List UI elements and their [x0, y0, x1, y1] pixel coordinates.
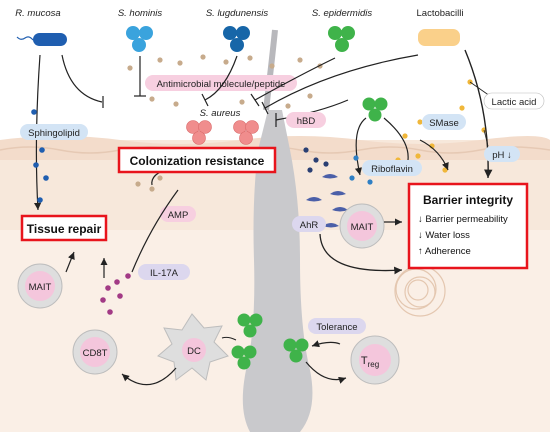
- ahr-to-barrier-arrow: [319, 233, 403, 275]
- tolerance-label-pill: [308, 318, 366, 334]
- ph-pointer: [483, 129, 489, 147]
- s-epidermidis-label: S. epidermidis: [312, 8, 372, 19]
- s-epidermidis-dermis-icon-1: [237, 313, 263, 338]
- barrier-integrity-title: Barrier integrity: [423, 193, 513, 207]
- s-epidermidis-follicle-icon: [362, 97, 388, 122]
- barrier-item-permeability: ↓ Barrier permeability: [418, 214, 508, 225]
- amp-label-pill: [160, 206, 196, 222]
- s-epidermidis-to-barrier-line: [383, 117, 409, 161]
- dc-label: DC: [187, 346, 201, 357]
- antimicrobial-label-pill: [145, 75, 297, 91]
- il17a-label: IL-17A: [150, 268, 179, 279]
- smase-arrow: [419, 139, 449, 171]
- riboflavin-label-pill: [362, 160, 422, 176]
- barrier-item-water-loss: ↓ Water loss: [418, 230, 470, 241]
- cd8t-cell: [72, 329, 118, 375]
- s-lugdunensis-label: S. lugdunensis: [206, 8, 269, 19]
- riboflavin-label: Riboflavin: [371, 164, 413, 175]
- r-mucosa-rod-icon: [16, 33, 67, 46]
- s-epidermidis-dermis-icon-2: [231, 345, 257, 370]
- ahr-ligand-dots: [303, 147, 329, 173]
- mait-left-label: MAIT: [29, 282, 52, 293]
- il17a-dots: [100, 273, 131, 315]
- s-epidermidis-dermis-icon-3: [283, 338, 309, 363]
- sphingolipid-label-pill: [20, 124, 88, 140]
- lactic-acid-pointer: [469, 81, 491, 97]
- colonization-resistance-box: [117, 146, 277, 174]
- hbd-label: hBD: [297, 116, 316, 127]
- smase-label: SMase: [429, 118, 459, 129]
- ahr-label-pill: [292, 216, 326, 232]
- colonization-resistance-label: Colonization resistance: [130, 154, 265, 168]
- dc-to-cd8t-arrow: [121, 367, 177, 386]
- amp-label: AMP: [168, 210, 189, 221]
- treg-to-sepi-arrow: [311, 340, 341, 348]
- antimicrobial-label: Antimicrobial molecule/peptide: [157, 79, 286, 90]
- tolerance-label: Tolerance: [316, 322, 357, 333]
- ph-label-pill: [484, 146, 520, 162]
- tissue-repair-box: [20, 214, 108, 242]
- barrier-item-adherence: ↑ Adherence: [418, 246, 471, 257]
- s-lugdunensis-cocci-icon: [223, 26, 250, 52]
- s-epidermidis-to-mait-arrow: [354, 117, 367, 176]
- lactic-acid-label-pill: [483, 92, 545, 110]
- lactobacilli-icon: [418, 29, 460, 46]
- s-epidermidis-cocci-icon: [328, 26, 355, 52]
- r-mucosa-label: R. mucosa: [15, 8, 60, 19]
- s-hominis-label: S. hominis: [118, 8, 163, 19]
- ph-label: pH ↓: [492, 150, 512, 161]
- sepi-to-treg-arrow: [305, 361, 347, 384]
- ahr-label: AhR: [300, 220, 319, 231]
- riboflavin-dots: [349, 155, 373, 185]
- treg-cell: [350, 335, 400, 385]
- mait-right-label: MAIT: [351, 222, 374, 233]
- lactobacilli-label: Lactobacilli: [417, 8, 464, 19]
- s-aureus-cocci-icon: [186, 120, 259, 145]
- s-hominis-cocci-icon: [126, 26, 153, 52]
- mait-left-cell: [17, 263, 63, 309]
- mait-right-cell: [339, 203, 385, 249]
- tissue-repair-label: Tissue repair: [27, 222, 102, 236]
- barrier-integrity-box: [407, 182, 529, 270]
- il17a-to-amp-line: [131, 189, 179, 273]
- sphingolipid-dots: [31, 109, 49, 203]
- il17a-label-pill: [138, 264, 190, 280]
- sweat-gland: [394, 265, 446, 317]
- lactic-acid-label: Lactic acid: [492, 97, 537, 108]
- treg-label: Treg: [361, 355, 379, 369]
- s-aureus-label: S. aureus: [200, 108, 241, 119]
- hbd-label-pill: [286, 112, 326, 128]
- mait-to-tissue-arrow: [65, 251, 75, 273]
- dc-cell: [157, 313, 229, 381]
- smase-label-pill: [422, 114, 466, 130]
- dc-contact-line: [221, 336, 237, 341]
- ahr-receptors: [306, 174, 348, 228]
- sphingolipid-label: Sphingolipid: [28, 128, 80, 139]
- inhibition-lines: [61, 54, 419, 186]
- lactobacilli-arrow: [464, 49, 493, 179]
- cd8t-label: CD8T: [83, 348, 108, 359]
